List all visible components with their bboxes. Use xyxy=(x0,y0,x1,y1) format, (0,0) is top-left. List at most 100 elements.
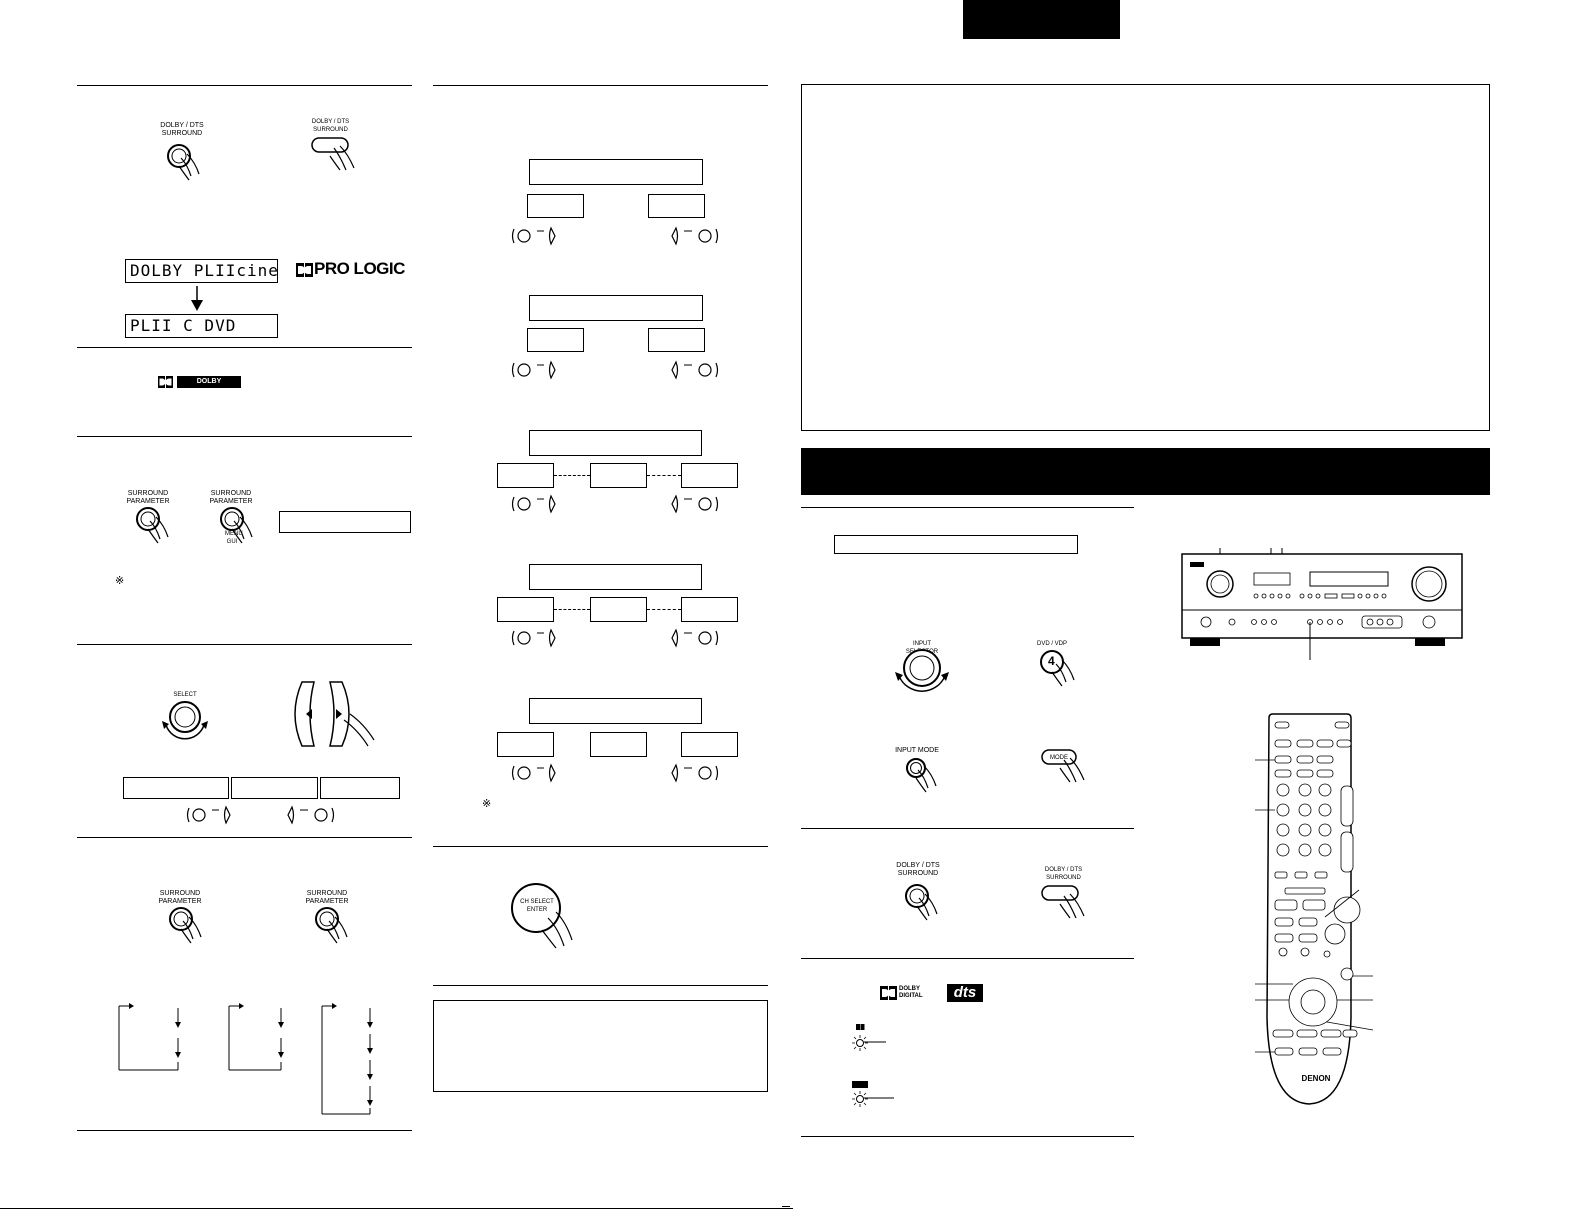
section-divider xyxy=(801,1136,1134,1137)
surround-parameter-button-icon xyxy=(136,507,169,544)
dolby-surround-double-d-icon xyxy=(158,376,173,388)
page-tab xyxy=(963,0,1120,39)
dolby-dts-surround-button-icon-3 xyxy=(905,884,938,921)
section-divider xyxy=(77,347,412,348)
dolby-dts-surround-remote-button-icon-3 xyxy=(1041,885,1085,919)
receiver-front-panel-illustration xyxy=(1181,548,1463,660)
surround-parameter-remote-label: SURROUND PARAMETER xyxy=(209,490,253,505)
dolby-dts-surround-button-icon xyxy=(167,144,200,181)
input-mode-button-icon xyxy=(906,758,937,793)
surround-parameter-button-icon-2 xyxy=(169,907,202,944)
param-option-1a xyxy=(527,194,584,218)
menu-gui-label: MENU GUI xyxy=(225,531,243,545)
dolby-dts-surround-remote-label: DOLBY / DTS SURROUND xyxy=(311,119,350,133)
surround-parameter-remote-button-icon xyxy=(220,507,253,544)
param-option-3c xyxy=(681,463,738,488)
section-divider xyxy=(433,846,768,847)
cycle-diagram-3 xyxy=(321,1003,373,1115)
param-option-2b xyxy=(648,328,705,352)
dolby-dts-surround-remote-button-icon xyxy=(311,137,355,171)
param-option-5a xyxy=(497,732,554,757)
section-divider xyxy=(433,985,768,986)
param-option-4b xyxy=(590,597,647,622)
dolby-dts-surround-label-3: DOLBY / DTS SURROUND xyxy=(896,862,940,877)
param-option-3a xyxy=(497,463,554,488)
param-option-5b xyxy=(590,732,647,757)
cycle-diagram-1 xyxy=(118,1003,181,1071)
select-knob-label: SELECT xyxy=(173,692,197,698)
remote-brand-label: DENON xyxy=(1301,1074,1331,1083)
param-display-1 xyxy=(529,159,703,185)
surround-parameter-label: SURROUND PARAMETER xyxy=(126,490,170,505)
knob-turn-right-icon xyxy=(671,494,719,514)
knob-turn-right-icon xyxy=(671,226,719,246)
knob-turn-right-icon xyxy=(671,360,719,380)
remote-control-illustration xyxy=(1255,713,1374,1105)
arrow-down-icon xyxy=(191,286,203,311)
mode-remote-button-icon xyxy=(1041,749,1085,783)
cycle-diagram-2 xyxy=(228,1003,284,1071)
param-option-4c xyxy=(681,597,738,622)
cursor-left-right-buttons-icon xyxy=(294,681,375,747)
pro-logic-logo: PRO LOGIC xyxy=(314,259,405,278)
info-box xyxy=(801,84,1490,431)
section-divider xyxy=(77,1130,412,1131)
note-box xyxy=(433,1000,768,1092)
dolby-indicator-lit-icon xyxy=(852,1024,886,1051)
param-option-3b xyxy=(590,463,647,488)
param-display-3 xyxy=(529,430,702,456)
surround-parameter-label-2: SURROUND PARAMETER xyxy=(158,890,202,905)
dashed-connector xyxy=(647,475,681,476)
section-divider xyxy=(77,85,412,86)
input-selector-knob-icon xyxy=(895,649,949,692)
dolby-digital-logo: DOLBY DIGITAL xyxy=(899,986,923,999)
display-box xyxy=(279,511,411,533)
param-option-1b xyxy=(648,194,705,218)
dts-logo: dts xyxy=(947,984,983,1002)
dolby-dts-surround-label: DOLBY / DTS SURROUND xyxy=(160,122,204,137)
select-knob-icon xyxy=(162,701,208,740)
surround-parameter-remote-label-2: SURROUND PARAMETER xyxy=(305,890,349,905)
ch-select-enter-label: CH SELECT ENTER xyxy=(520,899,554,913)
param-display-2 xyxy=(529,295,703,321)
section-divider xyxy=(77,436,412,437)
display-box-3 xyxy=(320,777,400,799)
knob-turn-right-icon xyxy=(671,628,719,648)
dolby-surround-logo: DOLBY SURROUND xyxy=(177,376,241,397)
knob-turn-left-icon xyxy=(511,226,556,246)
dts-indicator-lit-icon xyxy=(852,1081,894,1107)
display-box-input xyxy=(834,535,1078,554)
dvd-vdp-label: DVD / VDP xyxy=(1036,641,1067,647)
note-mark: ※ xyxy=(482,798,492,810)
dashed-connector xyxy=(647,609,681,610)
knob-turn-left-icon xyxy=(186,805,231,825)
param-display-5 xyxy=(529,698,702,724)
page-footer-tick xyxy=(782,1206,790,1207)
dolby-dts-surround-remote-label-3: DOLBY / DTS SURROUND xyxy=(1044,867,1083,881)
ch-select-enter-button-icon xyxy=(511,883,573,949)
display-lcd-line1: DOLBY PLIIcinema xyxy=(125,259,278,283)
knob-turn-left-icon xyxy=(511,360,556,380)
note-mark: ※ xyxy=(115,575,125,587)
section-divider xyxy=(801,828,1134,829)
section-divider xyxy=(77,644,412,645)
section-divider xyxy=(801,958,1134,959)
section-divider xyxy=(801,507,1134,508)
knob-turn-right-icon xyxy=(671,763,719,783)
section-divider xyxy=(433,85,768,86)
display-lcd-line2: PLII C DVD xyxy=(125,314,278,338)
knob-turn-left-icon xyxy=(511,494,556,514)
dolby-digital-double-d-icon xyxy=(880,986,897,1000)
dashed-connector xyxy=(554,609,590,610)
param-display-4 xyxy=(529,564,702,590)
knob-turn-left-icon xyxy=(511,763,556,783)
display-box-1 xyxy=(123,777,229,799)
dvd-vdp-button-icon xyxy=(1040,650,1075,687)
surround-parameter-remote-button-icon-2 xyxy=(315,907,348,944)
param-option-5c xyxy=(681,732,738,757)
section-header-bar xyxy=(801,448,1490,495)
param-option-2a xyxy=(527,328,584,352)
dolby-double-d-icon xyxy=(296,263,313,277)
knob-turn-right-icon xyxy=(287,805,335,825)
dvd-vdp-number: 4 xyxy=(1048,654,1055,668)
